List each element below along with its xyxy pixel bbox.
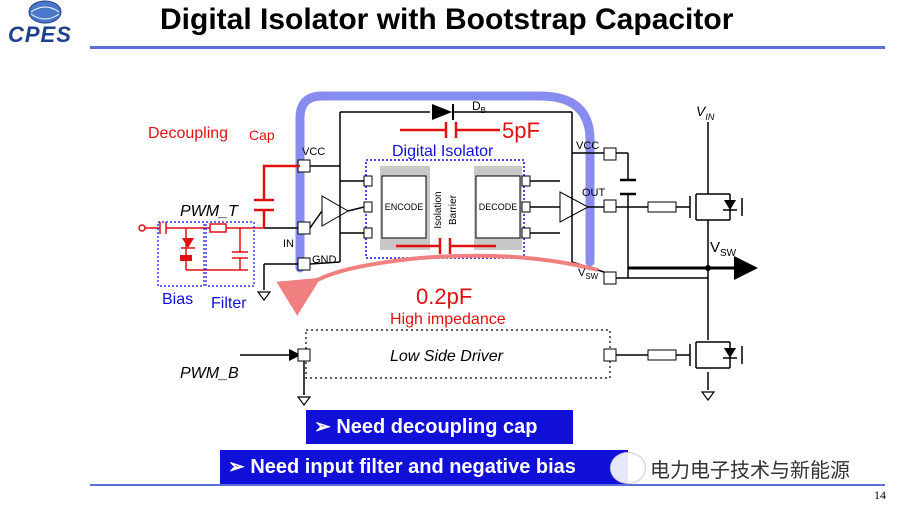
bullet-input-filter: ➢ Need input filter and negative bias <box>220 450 628 484</box>
vsw-label: VSW <box>710 239 737 259</box>
filter-label: Filter <box>211 295 247 312</box>
bias-box <box>157 221 205 287</box>
cap-label: Cap <box>249 127 275 143</box>
decode-label: DECODE <box>479 202 518 212</box>
low-side-driver-label: Low Side Driver <box>390 348 504 365</box>
high-impedance-label: High impedance <box>390 311 506 328</box>
cap-02pf-label: 0.2pF <box>416 284 472 309</box>
footer-rule <box>90 484 885 486</box>
wechat-icon <box>610 452 646 484</box>
page-number: 14 <box>874 488 886 502</box>
parasitic-return-path <box>276 253 599 316</box>
decoupling-label: Decoupling <box>148 125 228 142</box>
gate-resistor-high <box>647 201 677 213</box>
title-rule <box>90 46 885 49</box>
decode-block <box>475 175 521 239</box>
watermark-text: 电力电子技术与新能源 <box>650 458 850 482</box>
bootstrap-loop-path <box>295 91 595 273</box>
out-pin-label: OUT <box>582 187 606 199</box>
bootstrap-diode <box>432 104 452 120</box>
input-buffer <box>321 195 350 227</box>
barrier-label: Barrier <box>448 194 459 225</box>
bullet-decoupling-cap: ➢ Need decoupling cap <box>306 410 573 444</box>
encode-block <box>381 175 427 239</box>
ground-icon <box>256 291 716 406</box>
globe-icon <box>28 0 62 24</box>
bias-label: Bias <box>162 291 193 308</box>
gnd-pin-label: GND <box>312 254 337 266</box>
vcc-right-label: VCC <box>576 140 599 152</box>
cpes-logo: CPES <box>8 22 72 47</box>
vcc-left-label: VCC <box>302 146 325 158</box>
high-side-mosfet <box>689 190 743 222</box>
page-title: Digital Isolator with Bootstrap Capacito… <box>160 3 734 36</box>
digital-isolator-label: Digital Isolator <box>392 143 494 160</box>
encode-label: ENCODE <box>385 202 424 212</box>
isolation-label: Isolation <box>433 191 444 228</box>
vin-label: VIN <box>696 103 715 122</box>
filter-box <box>205 221 255 287</box>
in-pin-label: IN <box>283 238 294 250</box>
gate-resistor-low <box>647 349 677 361</box>
low-side-mosfet <box>689 341 743 369</box>
vsw-pin-label: VSW <box>578 267 599 281</box>
pwm-b-label: PWM_B <box>180 365 239 382</box>
cap-5pf-label: 5pF <box>502 118 540 143</box>
db-label: DB <box>472 99 486 115</box>
pwm-t-label: PWM_T <box>180 203 239 220</box>
